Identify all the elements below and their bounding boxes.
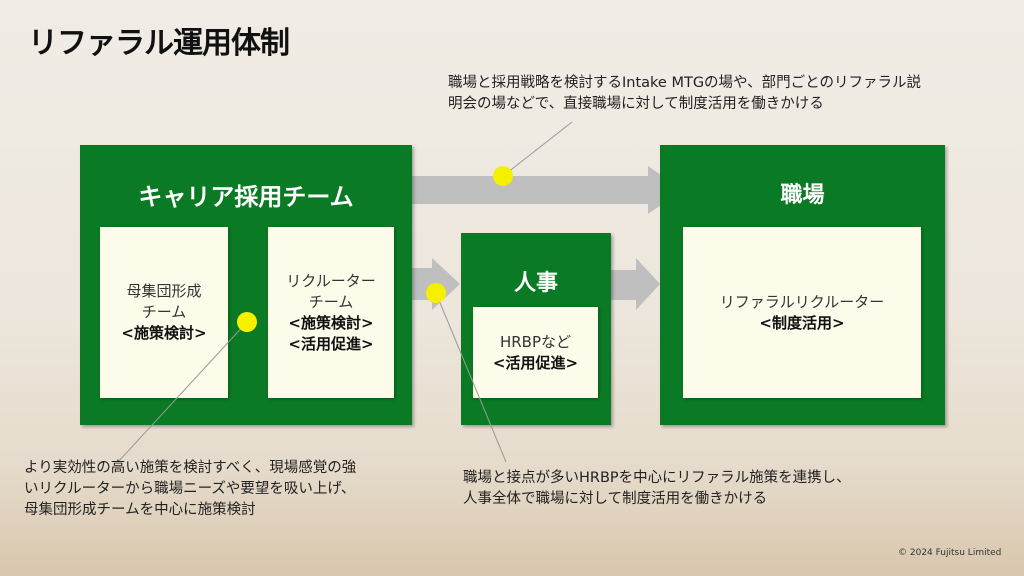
note-line: 明会の場などで、直接職場に対して制度活用を働きかける: [448, 96, 824, 112]
label: リファラルリクルーター: [719, 292, 885, 311]
label: チーム: [141, 303, 187, 321]
note-line: 人事全体で職場に対して制度活用を働きかける: [463, 491, 768, 507]
callout-dot: [493, 166, 513, 186]
callout-dot: [426, 283, 446, 303]
bottom-right-note: 職場と接点が多いHRBPを中心にリファラル施策を連携し、 人事全体で職場に対して…: [463, 468, 851, 510]
note-line: いリクルーターから職場ニーズや要望を吸い上げ、: [24, 481, 356, 497]
page-title: リファラル運用体制: [28, 26, 290, 61]
copyright: © 2024 Fujitsu Limited: [898, 548, 1002, 558]
referral-recruiter-box: リファラルリクルーター <制度活用>: [683, 227, 921, 398]
role-label: <制度活用>: [759, 313, 845, 332]
note-line: 母集団形成チームを中心に施策検討: [24, 502, 256, 518]
note-line: 職場と接点が多いHRBPを中心にリファラル施策を連携し、: [463, 470, 851, 486]
sourcing-team-box: 母集団形成 チーム <施策検討>: [100, 227, 228, 398]
arrow-career-to-workplace: [402, 166, 683, 214]
recruiter-team-box: リクルーター チーム <施策検討> <活用促進>: [268, 227, 394, 398]
note-line: 職場と採用戦略を検討するIntake MTGの場や、部門ごとのリファラル説: [448, 75, 921, 91]
bottom-left-note: より実効性の高い施策を検討すべく、現場感覚の強 いリクルーターから職場ニーズや要…: [24, 458, 356, 521]
label: 母集団形成: [126, 282, 202, 300]
label: チーム: [308, 292, 354, 311]
workplace-title: 職場: [780, 183, 825, 208]
hr-title: 人事: [513, 271, 558, 296]
hrbp-box: HRBPなど <活用促進>: [473, 307, 598, 398]
career-team-title: キャリア採用チーム: [138, 183, 354, 211]
role-label: <施策検討>: [288, 313, 374, 332]
arrow-hr-to-workplace: [611, 258, 660, 310]
top-note: 職場と採用戦略を検討するIntake MTGの場や、部門ごとのリファラル説 明会…: [448, 73, 921, 115]
label: リクルーター: [286, 271, 376, 290]
callout-dot: [237, 312, 257, 332]
label: HRBPなど: [499, 332, 572, 351]
role-label: <活用促進>: [492, 353, 579, 372]
note-line: より実効性の高い施策を検討すべく、現場感覚の強: [24, 460, 357, 476]
role-label: <活用促進>: [288, 334, 374, 353]
role-label: <施策検討>: [121, 324, 207, 342]
